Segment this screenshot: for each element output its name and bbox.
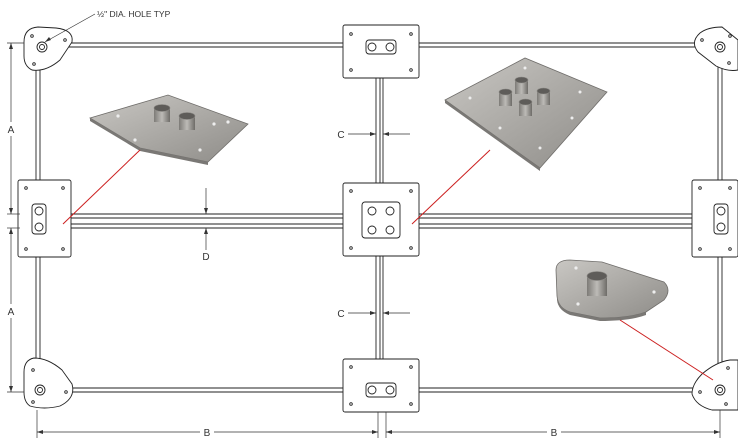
dim-label-c-upper: C — [337, 130, 344, 141]
plate-bottom-center — [342, 358, 420, 413]
dim-label-a-upper: A — [8, 125, 15, 136]
dim-label-c-lower: C — [337, 309, 344, 320]
corner-plate-top-left — [23, 26, 73, 71]
dim-label-a-lower: A — [8, 307, 15, 318]
render-four-pipe-plate — [444, 57, 608, 171]
leader-lines — [62, 149, 714, 381]
render-corner-pipe-plate — [555, 259, 669, 321]
corner-plate-bottom-left — [23, 357, 74, 409]
render-two-pipe-plate — [89, 94, 249, 165]
dim-label-b-right: B — [551, 428, 558, 439]
hole-callout-note: ½" DIA. HOLE TYP — [97, 9, 171, 19]
corner-plate-top-right — [694, 26, 738, 71]
plate-left-middle — [17, 179, 72, 258]
plate-right-middle — [691, 179, 738, 258]
dim-label-d: D — [202, 252, 209, 263]
dim-label-b-left: B — [204, 428, 211, 439]
dimension-arrows — [9, 37, 720, 434]
corner-plate-bottom-right — [691, 359, 738, 411]
plate-top-center — [342, 24, 420, 79]
plate-center — [342, 182, 420, 257]
